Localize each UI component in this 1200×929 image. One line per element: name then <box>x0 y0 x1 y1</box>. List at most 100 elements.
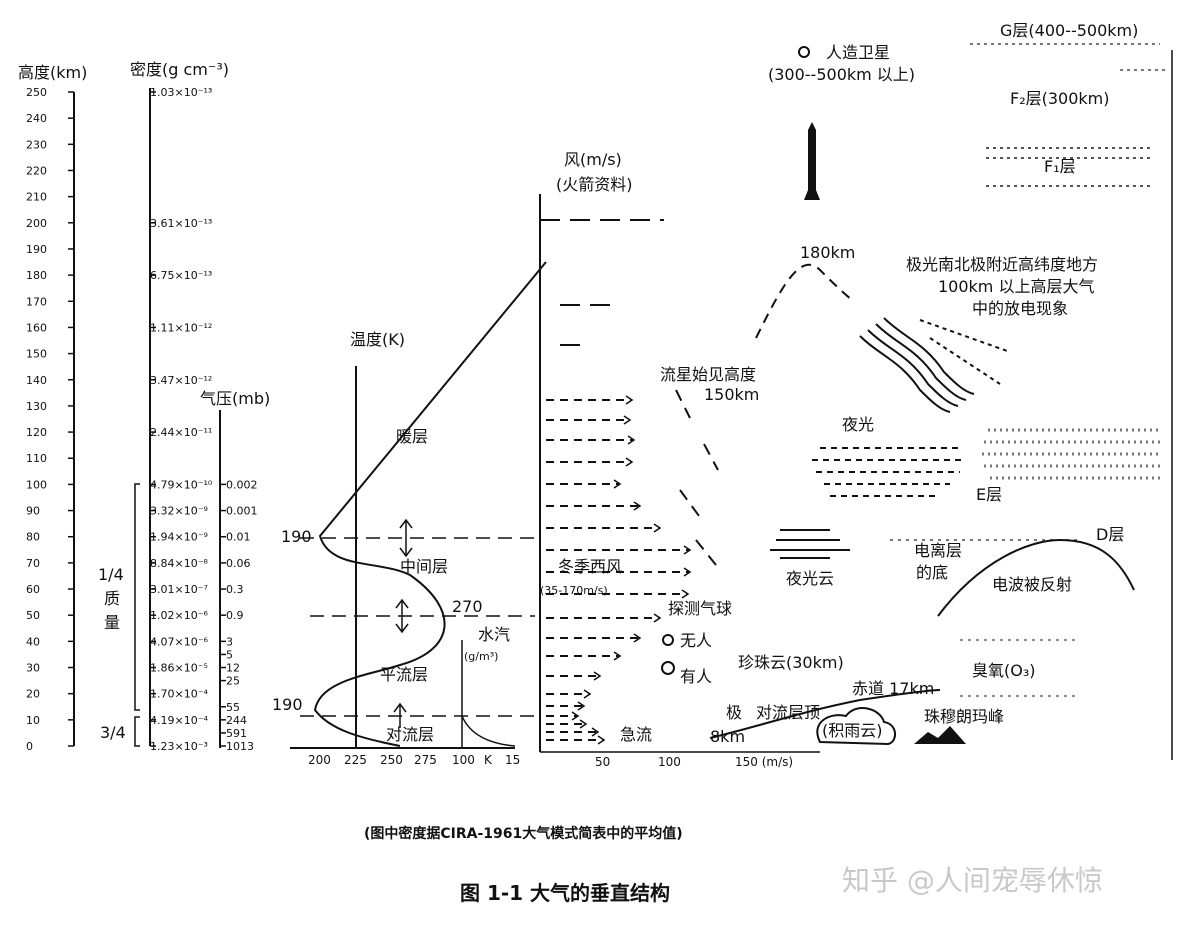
aurora-line-2: 100km 以上高层大气 <box>938 277 1094 296</box>
temp-190-upper: 190 <box>281 527 312 546</box>
temperature-panel: 温度(K) 200 225 250 275 100 K 15 190 270 1… <box>272 261 547 767</box>
mass-quarter-label: 1/4 <box>98 565 124 584</box>
aurora-drawing <box>859 317 1011 413</box>
thermosphere-label: 暖层 <box>396 427 428 446</box>
satellite-icon <box>798 46 810 58</box>
altitude-tick: 240 <box>26 112 47 125</box>
vapor-tick-k: K <box>484 753 493 767</box>
wind-tick-100: 100 <box>658 755 681 769</box>
altitude-tick: 170 <box>26 295 47 308</box>
pressure-tick: 25 <box>226 675 240 688</box>
meteor-trails <box>675 389 721 571</box>
wind-arrows <box>540 219 692 745</box>
airglow-pattern <box>812 447 966 497</box>
f1-layer-label: F₁层 <box>1044 157 1076 176</box>
watermark: 知乎 @人间宠辱休惊 <box>842 864 1103 897</box>
jet-stream-label: 急流 <box>620 725 652 744</box>
water-vapor-curve <box>461 715 516 747</box>
upper-atmosphere: 人造卫星 (300--500km 以上) G层(400--500km) F₂层(… <box>540 21 1173 760</box>
cumulonimbus-cloud <box>816 707 896 746</box>
altitude-tick: 40 <box>26 635 40 648</box>
altitude-tick: 60 <box>26 583 40 596</box>
temp-tick-200: 200 <box>308 753 331 767</box>
temp-tick-275: 275 <box>414 753 437 767</box>
pressure-tick: 0.001 <box>226 505 258 518</box>
pressure-tick: 591 <box>226 727 247 740</box>
meteor-height: 150km <box>704 385 759 404</box>
density-tick: 1.86×10⁻⁵ <box>150 662 208 675</box>
altitude-axis-title: 高度(km) <box>18 63 87 82</box>
ionosphere-line-2: 的底 <box>916 563 948 582</box>
altitude-tick: 110 <box>26 452 47 465</box>
unmanned-label: 无人 <box>680 631 712 650</box>
noctilucent-cloud <box>770 529 850 559</box>
wind-axis-subtitle: (火箭资料) <box>556 175 633 194</box>
density-tick: 1.11×10⁻¹² <box>150 321 212 334</box>
mass-three-quarter-label: 3/4 <box>100 723 126 742</box>
temp-tick-225: 225 <box>344 753 367 767</box>
polar-km-label: 8km <box>710 727 745 746</box>
wind-tick-150: 150 (m/s) <box>735 755 793 769</box>
vapor-tick-15: 15 <box>505 753 520 767</box>
altitude-tick: 230 <box>26 138 47 151</box>
altitude-tick: 30 <box>26 662 40 675</box>
altitude-axis: 高度(km) 250240230220210200190180170160150… <box>18 63 87 753</box>
altitude-tick: 0 <box>26 740 33 753</box>
figure-title: 图 1-1 大气的垂直结构 <box>460 881 670 905</box>
manned-label: 有人 <box>680 667 712 686</box>
altitude-tick: 90 <box>26 505 40 518</box>
altitude-tick: 220 <box>26 164 47 177</box>
density-axis: 密度(g cm⁻³) 1.03×10⁻¹³3.61×10⁻¹³6.75×10⁻¹… <box>130 60 229 753</box>
altitude-tick: 190 <box>26 243 47 256</box>
density-tick: 3.32×10⁻⁹ <box>150 505 208 518</box>
pressure-axis: 气压(mb) 0.0020.0010.010.060.30.9351225552… <box>200 389 270 753</box>
altitude-tick: 160 <box>26 321 47 334</box>
balloon-label: 探测气球 <box>668 599 732 618</box>
nacreous-label: 珍珠云(30km) <box>738 653 844 672</box>
pressure-tick: 3 <box>226 635 233 648</box>
aurora-line-3: 中的放电现象 <box>972 299 1068 318</box>
density-tick: 1.94×10⁻⁹ <box>150 531 208 544</box>
density-tick: 6.75×10⁻¹³ <box>150 269 212 282</box>
mesosphere-label: 中间层 <box>400 557 448 576</box>
e-layer-band <box>982 428 1160 480</box>
pressure-tick-labels: 0.0020.0010.010.060.30.93512255524459110… <box>220 478 258 753</box>
g-layer-label: G层(400--500km) <box>1000 21 1138 40</box>
polar-label: 极 <box>726 703 742 722</box>
figure-note: (图中密度据CIRA-1961大气模式简表中的平均值) <box>364 825 683 842</box>
vapor-tick-100: 100 <box>452 753 475 767</box>
e-layer-label: E层 <box>976 485 1002 504</box>
satellite-label: 人造卫星 <box>826 43 890 62</box>
temp-190-lower: 190 <box>272 695 303 714</box>
vapor-label: 水汽 <box>478 625 510 644</box>
f2-layer-label: F₂层(300km) <box>1010 89 1110 108</box>
tropopause-line <box>709 689 941 739</box>
pressure-tick: 5 <box>226 648 233 661</box>
density-tick: 8.84×10⁻⁸ <box>150 557 209 570</box>
altitude-tick: 10 <box>26 714 40 727</box>
pressure-tick: 244 <box>226 714 247 727</box>
pressure-tick: 0.06 <box>226 557 251 570</box>
altitude-tick: 250 <box>26 86 47 99</box>
vapor-unit: (g/m³) <box>464 650 498 663</box>
density-tick: 2.44×10⁻¹¹ <box>150 426 212 439</box>
pressure-tick: 0.01 <box>226 531 251 544</box>
winter-speed-label: (35-170m/s) <box>540 584 608 597</box>
troposphere-label: 对流层 <box>386 725 434 744</box>
density-tick: 3.47×10⁻¹² <box>150 374 212 387</box>
altitude-tick: 210 <box>26 191 47 204</box>
peak-180km-label: 180km <box>800 243 855 262</box>
mass-label-zhi: 质 <box>104 589 120 608</box>
density-tick: 1.03×10⁻¹³ <box>150 86 212 99</box>
pressure-tick: 1013 <box>226 740 254 753</box>
density-tick: 3.01×10⁻⁷ <box>150 583 208 596</box>
balloon-unmanned-icon <box>662 634 674 646</box>
density-tick: 1.70×10⁻⁴ <box>150 688 209 701</box>
wind-panel: 风(m/s) (火箭资料) 50 100 150 (m/s) <box>539 150 820 769</box>
stratosphere-label: 平流层 <box>380 665 428 684</box>
pressure-tick: 12 <box>226 662 240 675</box>
density-tick: 4.19×10⁻⁴ <box>150 714 209 727</box>
mass-bracket: 1/4 质 量 3/4 <box>98 483 140 747</box>
altitude-tick: 80 <box>26 531 40 544</box>
